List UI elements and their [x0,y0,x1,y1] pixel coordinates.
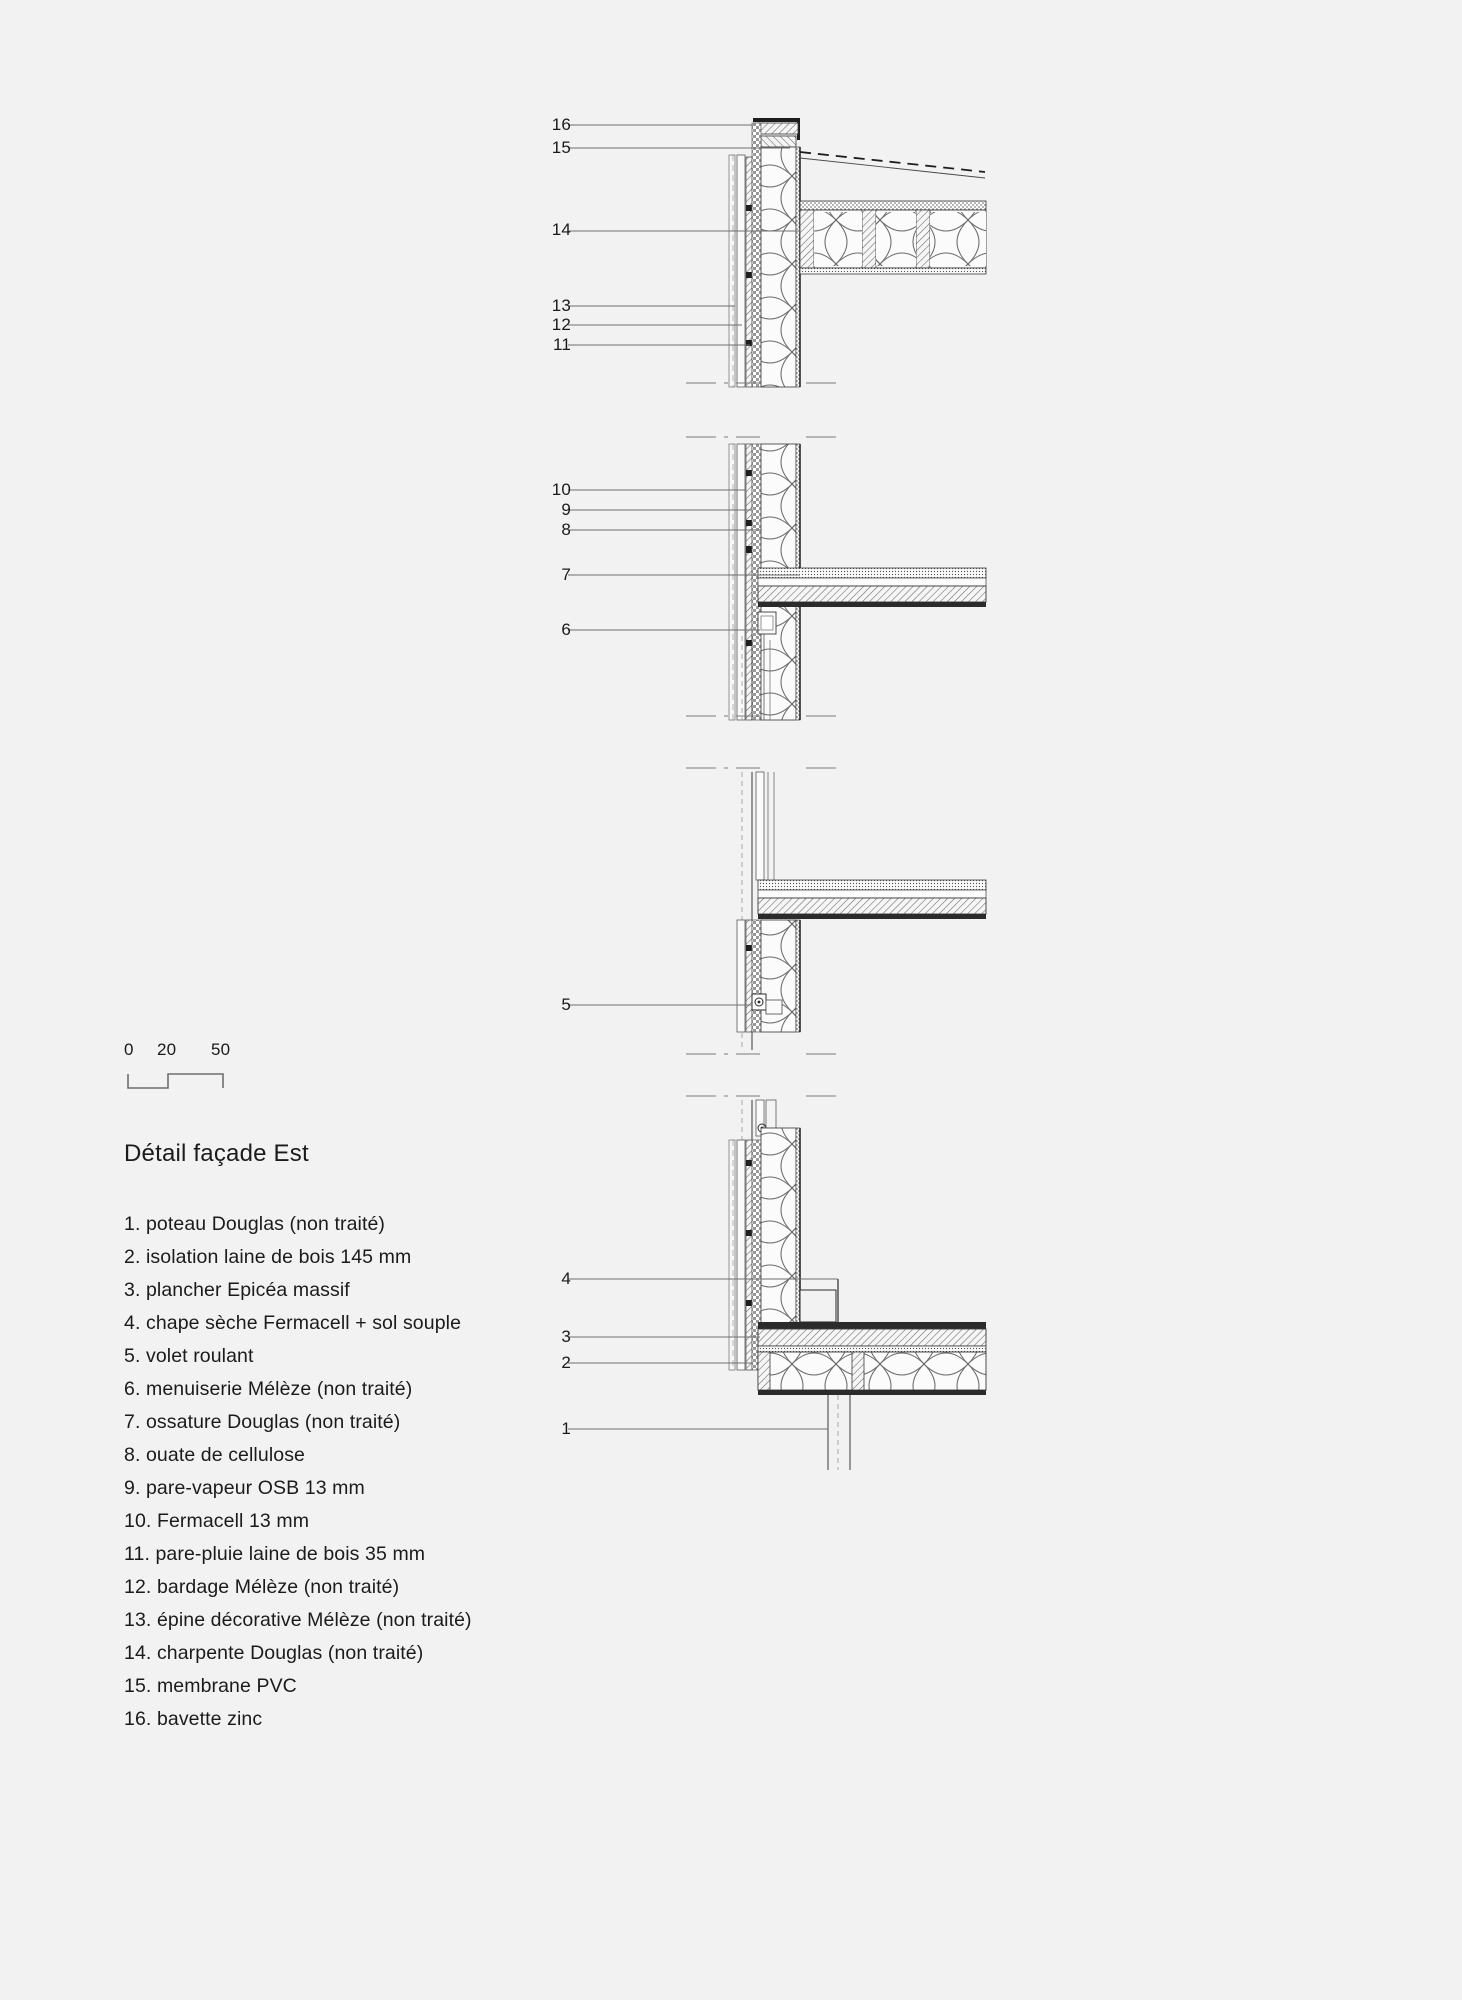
callout-number: 9 [561,500,571,519]
legend-item-number: 13. [124,1609,152,1631]
scale-bar-labels: 0 20 50 [124,1040,364,1064]
legend-item: 1. poteau Douglas (non traité) [124,1208,684,1241]
legend-item-number: 1. [124,1213,141,1235]
legend-list: 1. poteau Douglas (non traité)2. isolati… [124,1208,684,1736]
legend-item: 13. épine décorative Mélèze (non traité) [124,1604,684,1637]
scale-tick-20: 20 [157,1040,177,1059]
panel-roof-eaves [686,118,987,388]
legend-item-number: 3. [124,1279,141,1301]
callout-number: 6 [561,620,571,639]
callout-number: 12 [551,315,571,334]
legend-item-number: 11. [124,1543,150,1565]
callout-number: 2 [561,1353,571,1372]
legend-item: 2. isolation laine de bois 145 mm [124,1241,684,1274]
legend-item-number: 4. [124,1312,141,1334]
callout-number: 5 [561,995,571,1014]
legend-item: 9. pare-vapeur OSB 13 mm [124,1472,684,1505]
legend-item-label: menuiserie Mélèze (non traité) [140,1378,413,1400]
legend-item: 8. ouate de cellulose [124,1439,684,1472]
legend-item-label: bardage Mélèze (non traité) [151,1576,400,1598]
legend-item: 6. menuiserie Mélèze (non traité) [124,1373,684,1406]
page-title: Détail façade Est [124,1140,309,1167]
scale-tick-50: 50 [211,1040,231,1059]
legend-item-number: 9. [124,1477,141,1499]
legend-item-number: 10. [124,1510,152,1532]
legend-item-number: 2. [124,1246,141,1268]
callout-number: 1 [561,1419,571,1438]
legend-item: 15. membrane PVC [124,1670,684,1703]
callout-number: 16 [551,115,571,134]
legend-item-label: isolation laine de bois 145 mm [140,1246,412,1268]
legend-item-label: poteau Douglas (non traité) [140,1213,385,1235]
callout-number: 8 [561,520,571,539]
legend-item-label: Fermacell 13 mm [151,1510,310,1532]
legend-item-label: plancher Epicéa massif [140,1279,350,1301]
legend-item: 14. charpente Douglas (non traité) [124,1637,684,1670]
legend-item-number: 6. [124,1378,141,1400]
panel-window-shutter [686,767,987,1055]
legend-item-label: ouate de cellulose [140,1444,305,1466]
legend-item-number: 7. [124,1411,141,1433]
legend-item: 5. volet roulant [124,1340,684,1373]
callout-number: 3 [561,1327,571,1346]
legend-item: 16. bavette zinc [124,1703,684,1736]
legend-item: 12. bardage Mélèze (non traité) [124,1571,684,1604]
legend-item-label: charpente Douglas (non traité) [151,1642,424,1664]
legend-item-number: 12. [124,1576,152,1598]
legend-item: 3. plancher Epicéa massif [124,1274,684,1307]
legend-item-label: pare-pluie laine de bois 35 mm [149,1543,426,1565]
legend-item-label: bavette zinc [151,1708,263,1730]
legend-item-number: 14. [124,1642,152,1664]
callout-number: 14 [551,220,571,239]
legend-item: 10. Fermacell 13 mm [124,1505,684,1538]
legend-item: 11. pare-pluie laine de bois 35 mm [124,1538,684,1571]
legend-item-number: 8. [124,1444,141,1466]
panel-upper-floor [686,436,987,721]
legend-item-label: épine décorative Mélèze (non traité) [151,1609,472,1631]
legend-item-label: membrane PVC [151,1675,297,1697]
legend-item-number: 5. [124,1345,141,1367]
legend-item-number: 16. [124,1708,152,1730]
scale-bar [124,1068,364,1094]
legend-item-label: pare-vapeur OSB 13 mm [140,1477,365,1499]
callout-number: 4 [561,1269,571,1288]
callout-number: 13 [551,296,571,315]
panel-ground-floor [686,1095,987,1470]
legend-item-label: ossature Douglas (non traité) [140,1411,401,1433]
callout-number: 7 [561,565,571,584]
legend-item-label: chape sèche Fermacell + sol souple [140,1312,462,1334]
legend-item: 4. chape sèche Fermacell + sol souple [124,1307,684,1340]
scale-tick-0: 0 [124,1040,134,1059]
callout-number: 10 [551,480,571,499]
legend-item-number: 15. [124,1675,152,1697]
callout-number: 11 [552,335,571,354]
legend-item: 7. ossature Douglas (non traité) [124,1406,684,1439]
callout-number: 15 [551,138,571,157]
legend-item-label: volet roulant [140,1345,254,1367]
